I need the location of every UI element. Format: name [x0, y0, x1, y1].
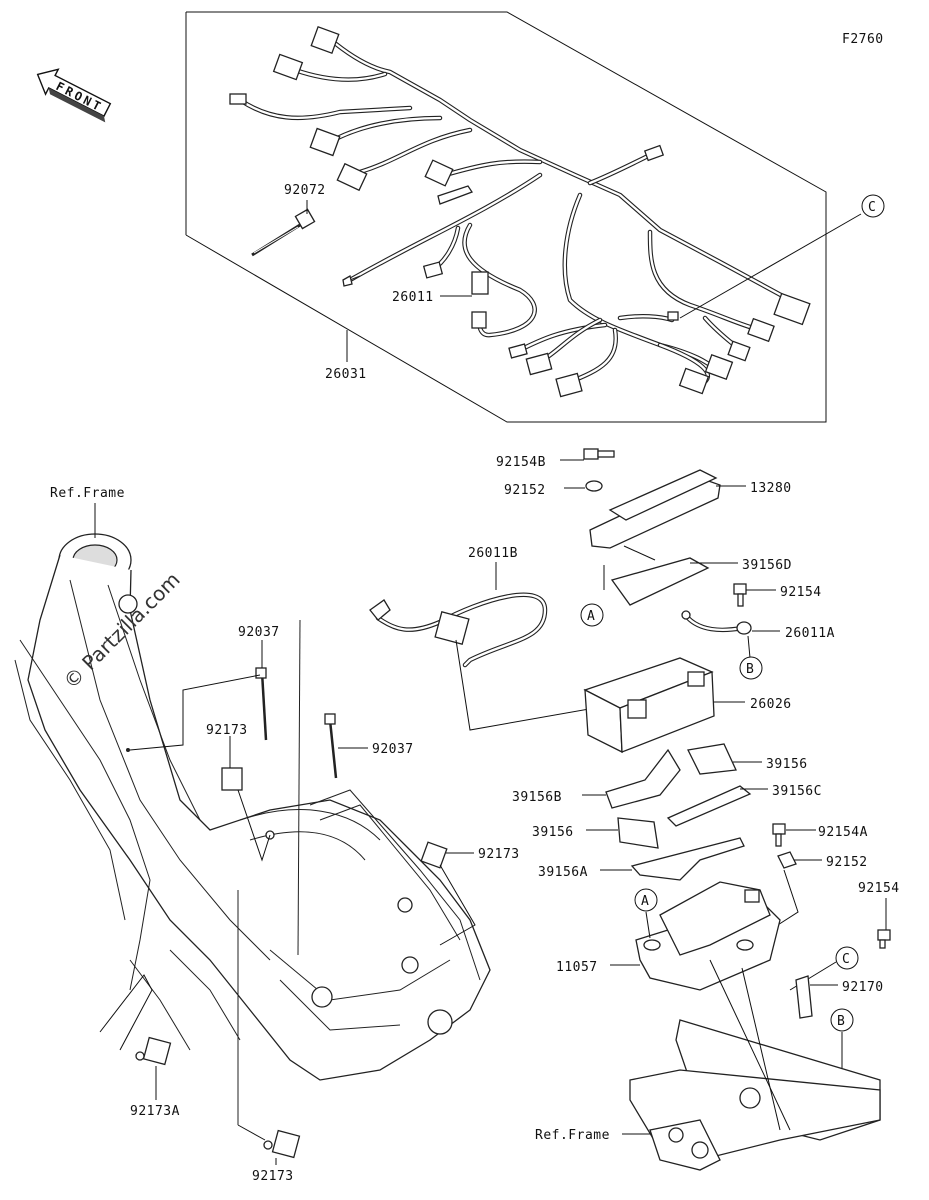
label-pad-a: 39156A — [538, 865, 588, 880]
label-lead-a: 26011A — [785, 626, 835, 641]
label-clamp-lower: 92037 — [372, 742, 414, 757]
label-clip-bottom: 92173 — [252, 1169, 294, 1184]
clamp-92072-drawing — [251, 208, 316, 257]
callout-a-upper-label: A — [587, 609, 595, 624]
case-top-drawing — [589, 469, 721, 549]
clip-a-drawing — [135, 1036, 172, 1066]
main-harness-drawing — [229, 26, 811, 398]
label-harness-main: 26031 — [325, 367, 367, 382]
lead-b-drawing — [369, 592, 548, 668]
clip-right-drawing — [420, 841, 448, 869]
label-clip-left: 92173 — [206, 723, 248, 738]
label-band: 92170 — [842, 980, 884, 995]
label-pad-c: 39156C — [772, 784, 822, 799]
label-pad-39156-right: 39156 — [766, 757, 808, 772]
callout-a-lower-label: A — [641, 894, 649, 909]
bolt-92154a-drawing — [772, 823, 786, 847]
callout-b-upper — [739, 656, 763, 680]
frame-drawing — [14, 533, 491, 1125]
washer-top-drawing — [585, 480, 603, 492]
bolt-92154-top-drawing — [733, 583, 747, 607]
ref-frame-top: Ref.Frame — [50, 486, 125, 501]
label-bolt-b: 92154B — [496, 455, 546, 470]
label-lead-b: 26011B — [468, 546, 518, 561]
label-clamp-top: 92072 — [284, 183, 326, 198]
label-pad-39156-left: 39156 — [532, 825, 574, 840]
clamp-92037-upper-drawing — [255, 667, 268, 741]
pad-b-drawing — [605, 748, 681, 809]
battery-case-drawing — [635, 881, 781, 991]
pad-d-drawing — [610, 557, 710, 606]
battery-drawing — [583, 657, 715, 754]
callout-b-upper-label: B — [746, 662, 754, 677]
clip-bottom-drawing — [263, 1129, 301, 1159]
pad-a-drawing — [630, 837, 745, 881]
label-clip-right: 92173 — [478, 847, 520, 862]
label-pad-d: 39156D — [742, 558, 792, 573]
callout-b-lower-label: B — [837, 1014, 845, 1029]
pad-39156-left-drawing — [617, 817, 659, 849]
callout-c-upper-label: C — [868, 200, 876, 215]
lead-a-drawing — [681, 610, 752, 635]
bolt-92154-lower-drawing — [877, 929, 891, 949]
callout-c-lower-label: C — [842, 952, 850, 967]
label-clamp-upper: 92037 — [238, 625, 280, 640]
harness-group-outline — [185, 11, 827, 423]
label-case-top: 13280 — [750, 481, 792, 496]
washer-bottom-drawing — [777, 851, 797, 869]
label-bolt-top-right: 92154 — [780, 585, 822, 600]
clip-left-drawing — [221, 767, 243, 791]
front-arrow-icon: FRONT — [36, 68, 112, 123]
callout-c-lower — [835, 946, 859, 970]
ref-frame-bottom: Ref.Frame — [535, 1128, 610, 1143]
callout-c-upper — [861, 194, 885, 218]
label-bolt-lower-right: 92154 — [858, 881, 900, 896]
label-lead-small: 26011 — [392, 290, 434, 305]
label-pad-b: 39156B — [512, 790, 562, 805]
callout-a-upper — [580, 603, 604, 627]
figure-code: F2760 — [842, 32, 884, 47]
label-washer-bottom: 92152 — [826, 855, 868, 870]
label-battery: 26026 — [750, 697, 792, 712]
label-clip-a: 92173A — [130, 1104, 180, 1119]
callout-a-lower — [634, 888, 658, 912]
lower-frame-drawing — [629, 1019, 881, 1171]
callout-b-lower — [830, 1008, 854, 1032]
label-battery-case: 11057 — [556, 960, 598, 975]
clamp-92037-lower-drawing — [324, 713, 338, 779]
pad-39156-right-drawing — [687, 743, 737, 775]
pad-c-drawing — [666, 785, 752, 827]
band-drawing — [795, 975, 813, 1019]
label-washer-top: 92152 — [504, 483, 546, 498]
bolt-92154b-drawing — [583, 448, 615, 460]
label-bolt-a: 92154A — [818, 825, 868, 840]
